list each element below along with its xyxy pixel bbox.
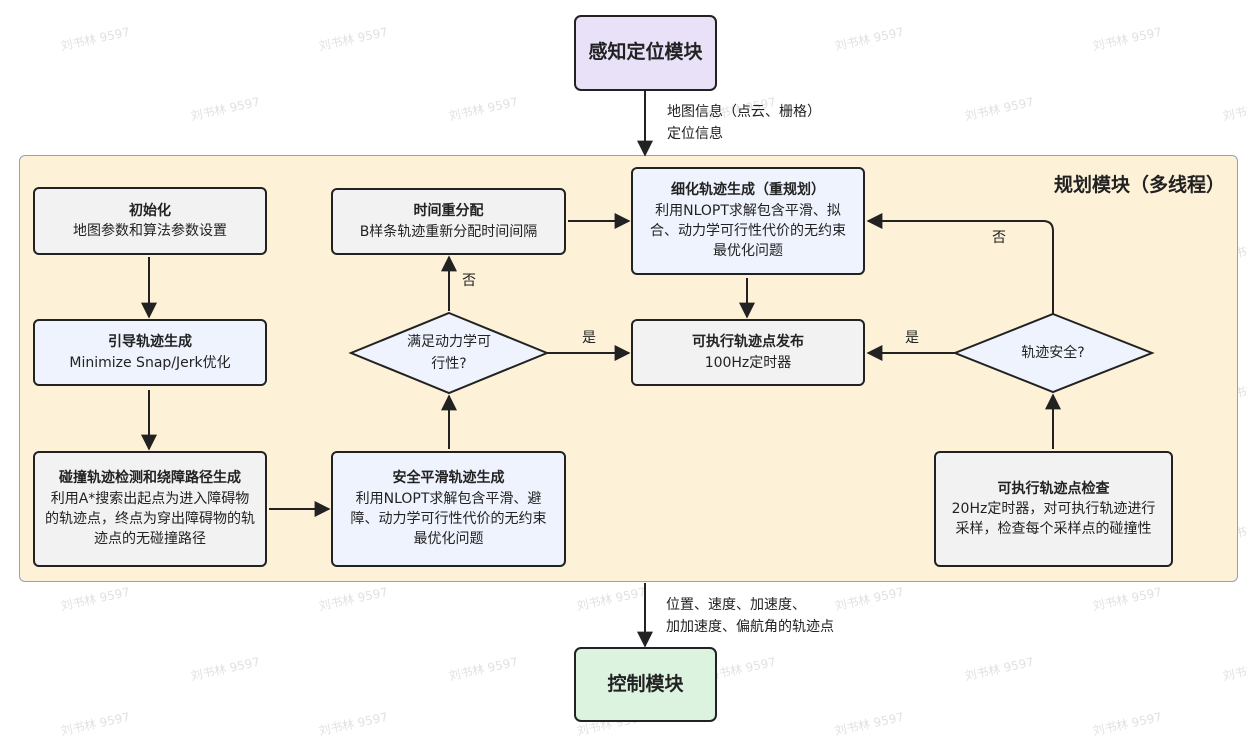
safety-decision-diamond[interactable] [952, 312, 1155, 394]
control-module-label: 控制模块 [607, 672, 684, 695]
input-edge-label-line1: 地图信息（点云、栅格） [667, 104, 821, 120]
arrow-safety-to-refine [866, 213, 1054, 314]
publish-trajectory-node-desc: 100Hz定时器 [704, 354, 792, 371]
safety-decision-text: 轨迹安全? [1021, 345, 1085, 361]
edge-label-no-dynamics: 否 [462, 273, 476, 289]
safe-smooth-trajectory-node[interactable]: 安全平滑轨迹生成 利用NLOPT求解包含平滑、避障、动力学可行性代价的无约束最优… [331, 451, 566, 567]
collision-detection-node[interactable]: 碰撞轨迹检测和绕障路径生成 利用A*搜索出起点为进入障碍物的轨迹点，终点为穿出障… [33, 451, 267, 567]
input-edge-label: 地图信息（点云、栅格） 定位信息 [667, 102, 821, 145]
publish-trajectory-node[interactable]: 可执行轨迹点发布 100Hz定时器 [631, 319, 865, 386]
output-edge-label-line1: 位置、速度、加速度、 [666, 597, 806, 613]
refine-trajectory-node-desc: 利用NLOPT求解包含平滑、拟合、动力学可行性代价的无约束最优化问题 [650, 202, 846, 260]
guide-trajectory-node-desc: Minimize Snap/Jerk优化 [69, 354, 231, 371]
output-edge-label-line2: 加加速度、偏航角的轨迹点 [666, 618, 834, 635]
output-edge-label: 位置、速度、加速度、 加加速度、偏航角的轨迹点 [666, 595, 834, 638]
collision-detection-node-title: 碰撞轨迹检测和绕障路径生成 [59, 470, 241, 487]
publish-trajectory-node-title: 可执行轨迹点发布 [692, 334, 804, 351]
planning-module-title: 规划模块（多线程） [1053, 174, 1225, 196]
perception-module-node[interactable]: 感知定位模块 [574, 15, 717, 91]
dynamics-decision-line2: 行性? [431, 356, 467, 373]
dynamics-decision-diamond[interactable] [348, 311, 550, 395]
check-trajectory-node-title: 可执行轨迹点检查 [997, 480, 1110, 497]
dynamics-decision-line1: 满足动力学可 [407, 334, 491, 350]
init-node[interactable]: 初始化 地图参数和算法参数设置 [33, 187, 267, 255]
refine-trajectory-node-title: 细化轨迹生成（重规划） [671, 182, 825, 199]
control-module-node[interactable]: 控制模块 [574, 647, 717, 722]
guide-trajectory-node-title: 引导轨迹生成 [108, 334, 192, 351]
perception-module-label: 感知定位模块 [588, 41, 703, 64]
collision-detection-node-desc: 利用A*搜索出起点为进入障碍物的轨迹点，终点为穿出障碍物的轨迹点的无碰撞路径 [45, 490, 255, 548]
check-trajectory-node[interactable]: 可执行轨迹点检查 20Hz定时器，对可执行轨迹进行采样，检查每个采样点的碰撞性 [934, 451, 1173, 567]
safe-smooth-trajectory-node-desc: 利用NLOPT求解包含平滑、避障、动力学可行性代价的无约束最优化问题 [350, 490, 547, 548]
input-edge-label-line2: 定位信息 [667, 125, 723, 142]
refine-trajectory-node[interactable]: 细化轨迹生成（重规划） 利用NLOPT求解包含平滑、拟合、动力学可行性代价的无约… [631, 167, 865, 275]
check-trajectory-node-desc: 20Hz定时器，对可执行轨迹进行采样，检查每个采样点的碰撞性 [951, 500, 1156, 538]
time-reallocation-node[interactable]: 时间重分配 B样条轨迹重新分配时间间隔 [331, 188, 566, 255]
edge-label-yes-dynamics: 是 [582, 330, 596, 346]
guide-trajectory-node[interactable]: 引导轨迹生成 Minimize Snap/Jerk优化 [33, 319, 267, 386]
edge-label-yes-safety: 是 [905, 330, 919, 346]
safe-smooth-trajectory-node-title: 安全平滑轨迹生成 [392, 470, 505, 487]
init-node-desc: 地图参数和算法参数设置 [73, 223, 227, 239]
time-reallocation-node-desc: B样条轨迹重新分配时间间隔 [359, 223, 538, 240]
init-node-title: 初始化 [129, 202, 171, 219]
time-reallocation-node-title: 时间重分配 [413, 203, 484, 220]
dynamics-decision-text: 满足动力学可 行性? [379, 331, 519, 376]
edge-label-no-safety: 否 [992, 230, 1006, 246]
